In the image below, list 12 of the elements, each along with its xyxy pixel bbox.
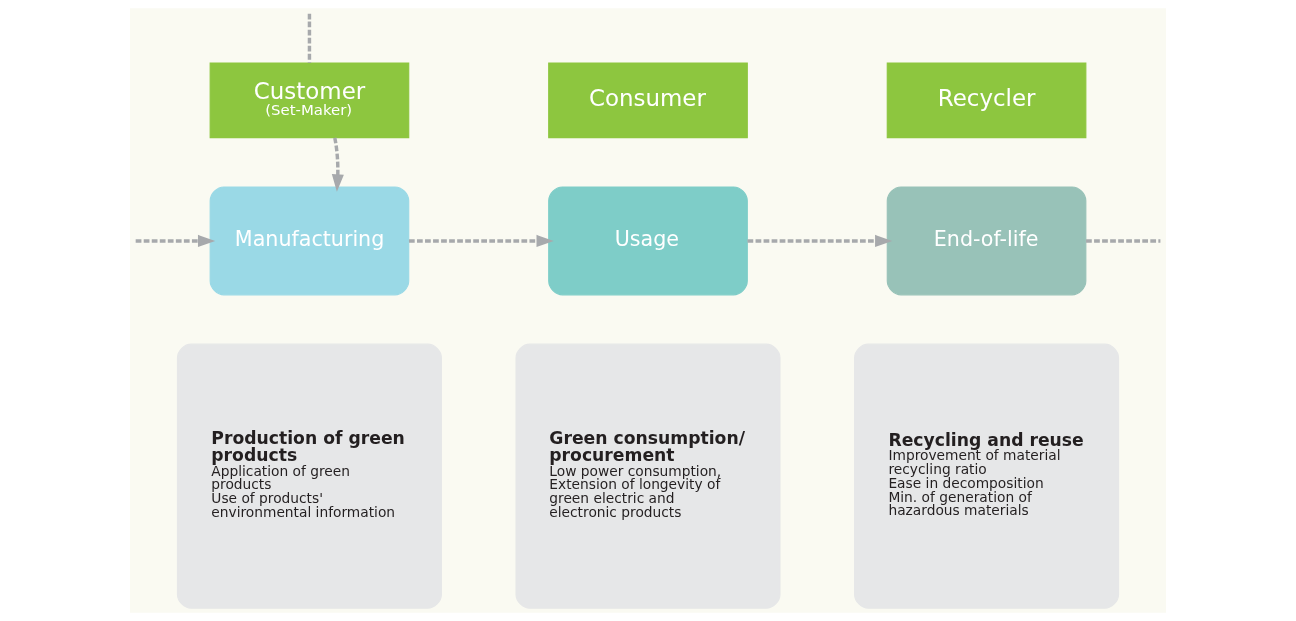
arrow xyxy=(331,137,344,192)
node-box: Usage xyxy=(548,186,748,296)
arrow xyxy=(747,234,893,247)
connector xyxy=(1086,239,1161,243)
node-box: End-of-life xyxy=(886,186,1087,296)
node-box: Customer (Set-Maker) xyxy=(209,62,410,139)
node-box: Manufacturing xyxy=(209,186,410,296)
node-box: Recycler xyxy=(886,62,1087,139)
node-box: Consumer xyxy=(548,62,748,139)
connector xyxy=(307,13,312,63)
arrow xyxy=(135,234,216,247)
arrow xyxy=(408,234,554,247)
